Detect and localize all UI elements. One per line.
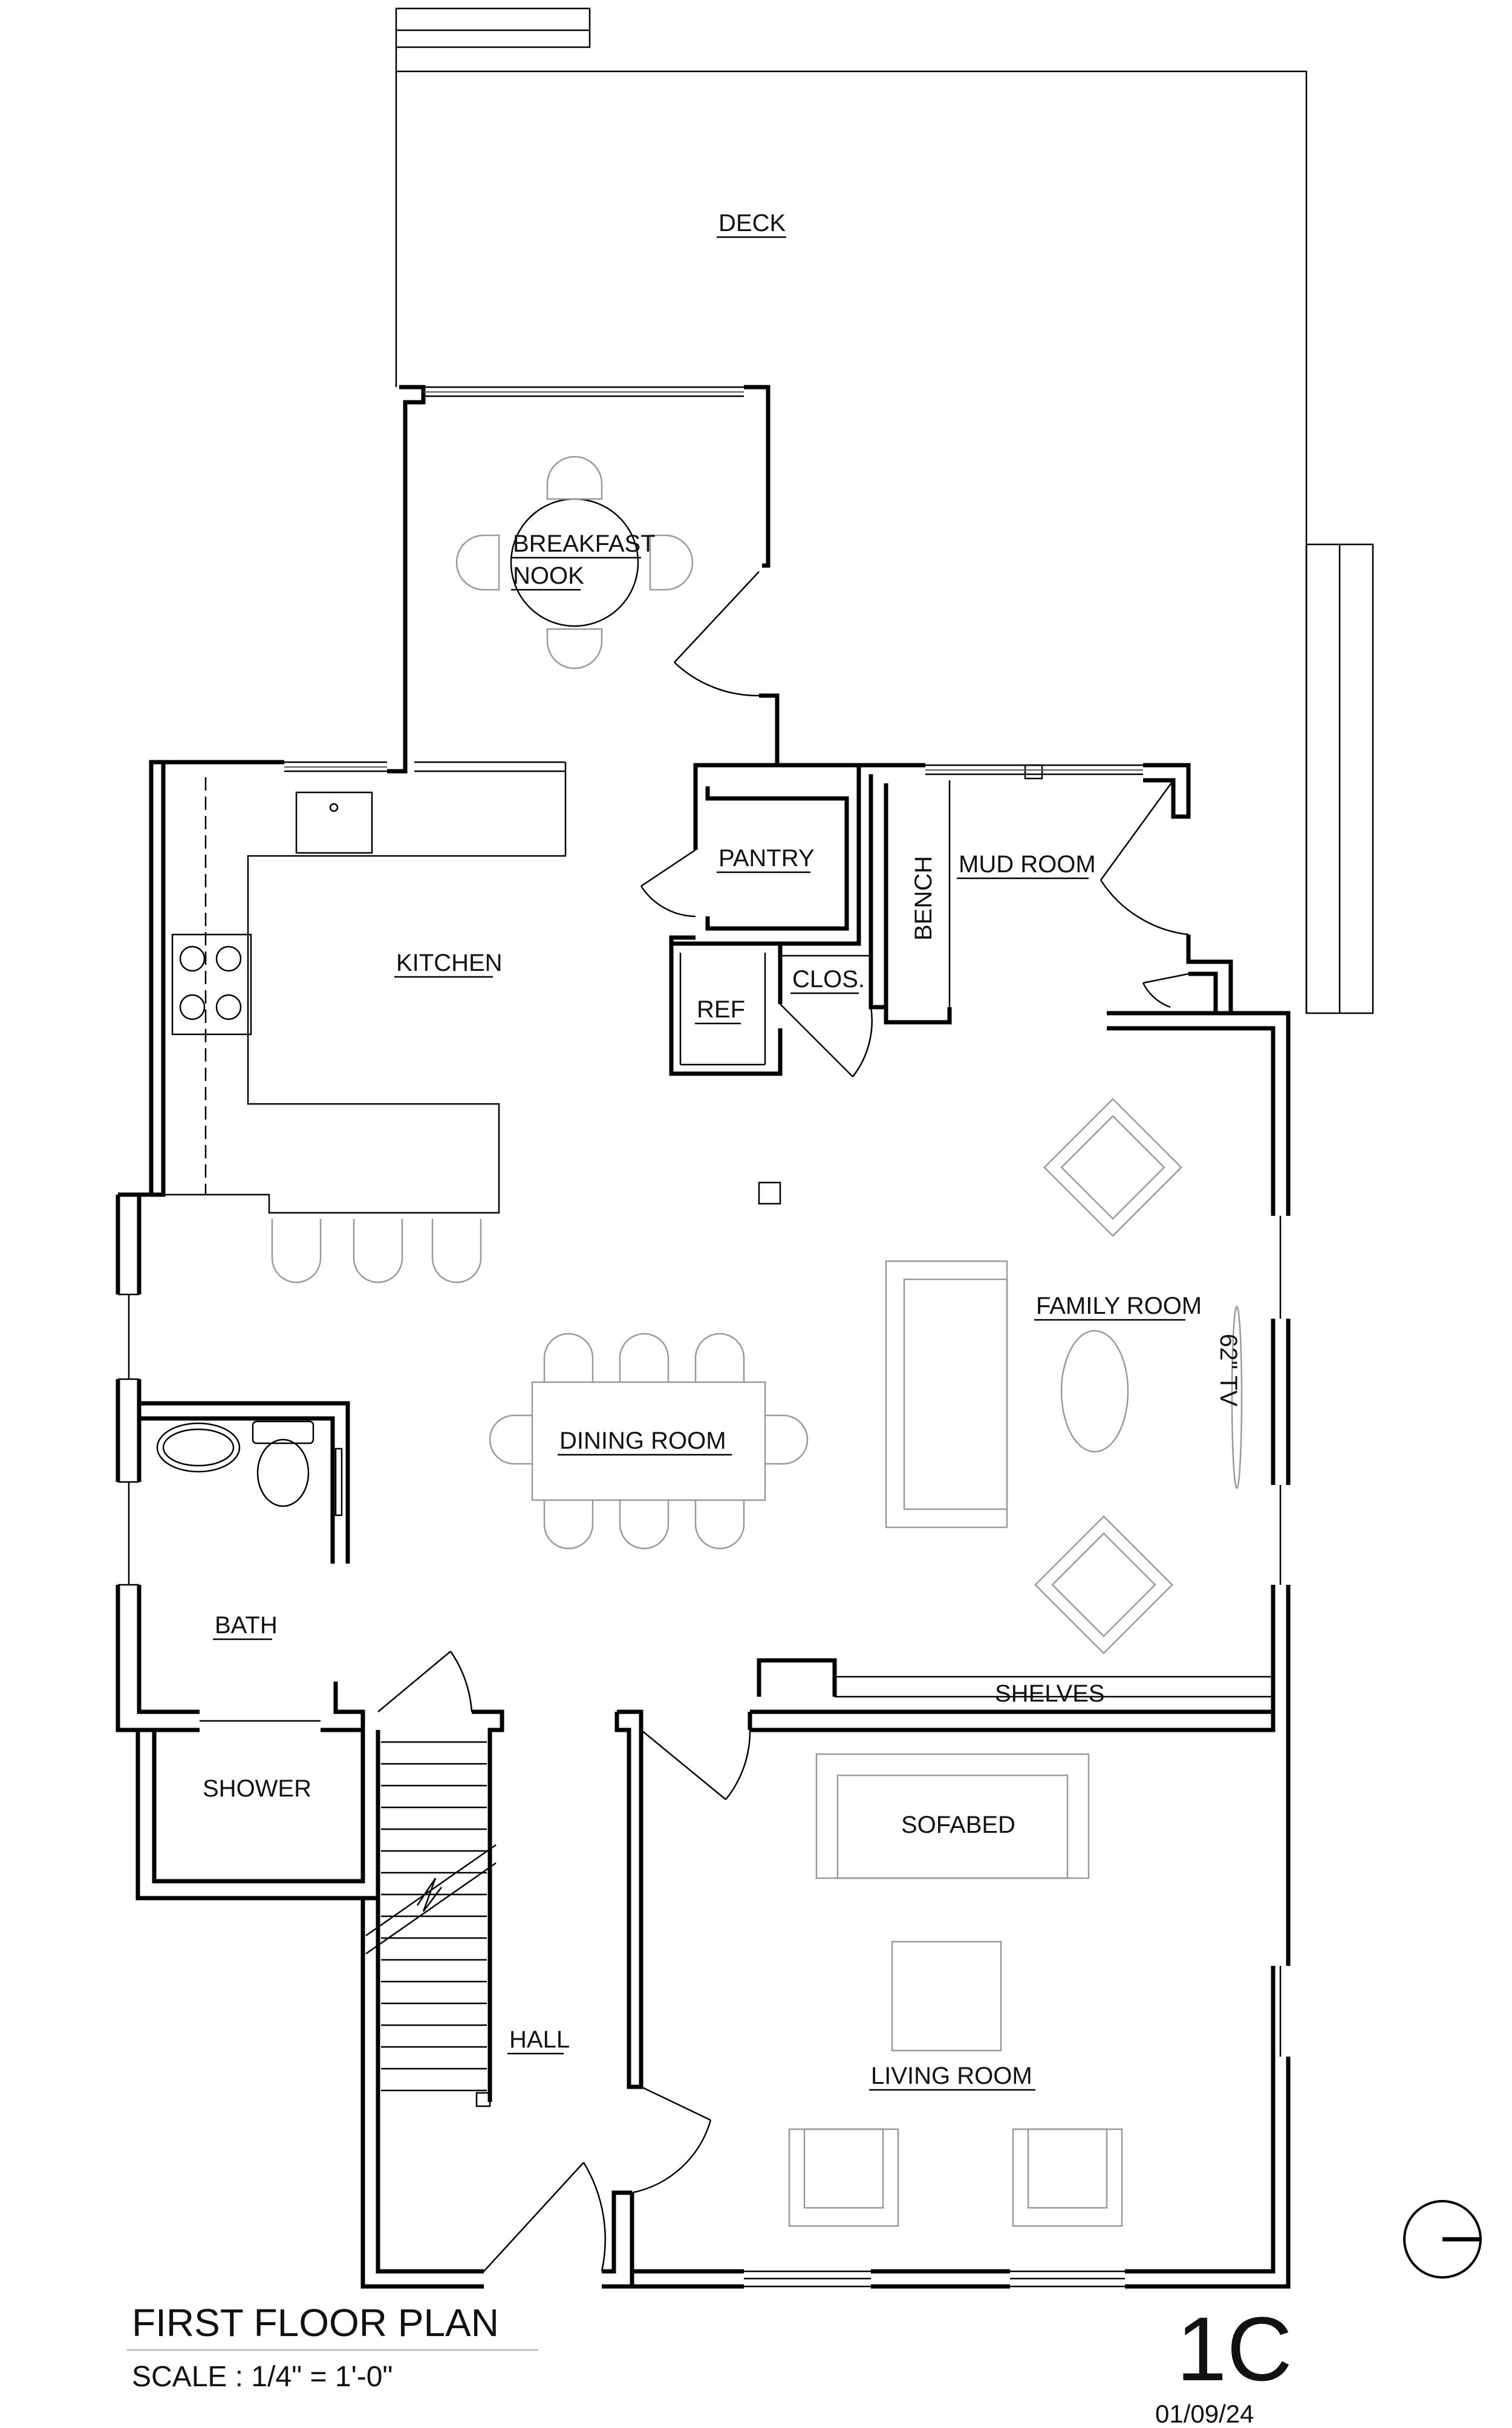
living-room-furniture: [788, 1753, 1123, 2227]
label-breakfast-nook-1: BREAKFAST: [513, 530, 656, 557]
label-bench: BENCH: [910, 856, 937, 941]
label-family-room: FAMILY ROOM: [1036, 1293, 1202, 1319]
label-sofabed: SOFABED: [901, 1812, 1015, 1838]
breakfast-table: [455, 455, 694, 670]
doors: [377, 571, 1189, 2272]
bath-fixtures: [156, 1420, 343, 1516]
windows: [284, 391, 1143, 771]
walls: [116, 385, 1291, 2289]
label-bath: BATH: [215, 1612, 278, 1639]
label-deck: DECK: [719, 210, 786, 237]
dining-table: [489, 1333, 809, 1550]
label-living-room: LIVING ROOM: [871, 2063, 1032, 2089]
drawing-title: FIRST FLOOR PLAN: [132, 2301, 499, 2345]
staircase: [365, 1730, 497, 2271]
label-pantry: PANTRY: [719, 845, 815, 872]
label-ref: REF: [697, 996, 745, 1023]
label-shower: SHOWER: [203, 1775, 311, 1802]
drawing-date: 01/09/24: [1155, 2400, 1254, 2428]
label-kitchen: KITCHEN: [396, 950, 503, 976]
drawing-scale: SCALE : 1/4" = 1'-0": [132, 2361, 393, 2393]
deck: [395, 7, 1374, 1014]
kitchen-fixtures: [163, 762, 567, 1284]
label-hall: HALL: [509, 2026, 570, 2053]
family-room-furniture: [758, 1098, 1243, 1654]
label-dining-room: DINING ROOM: [559, 1428, 726, 1454]
room-labels: DECK BREAKFAST NOOK PANTRY BENCH MUD ROO…: [203, 210, 1242, 2091]
label-breakfast-nook-2: NOOK: [513, 563, 584, 589]
label-mud-room: MUD ROOM: [959, 851, 1096, 878]
sheet-number: 1C: [1176, 2298, 1292, 2400]
label-tv: 62" TV: [1215, 1334, 1242, 1407]
label-closet: CLOS.: [792, 966, 865, 993]
north-arrow-icon: [1403, 2200, 1482, 2279]
label-shelves: SHELVES: [995, 1680, 1105, 1707]
title-block: FIRST FLOOR PLAN SCALE : 1/4" = 1'-0" 1C…: [127, 2298, 1292, 2428]
